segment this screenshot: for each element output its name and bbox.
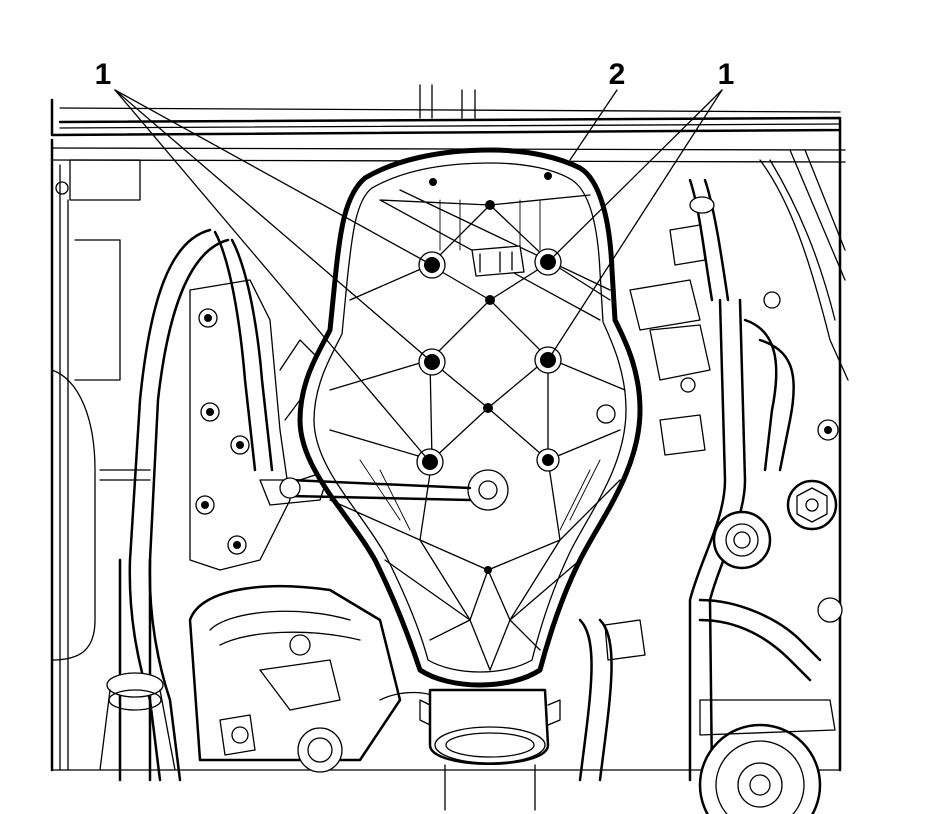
left-engine-components bbox=[188, 279, 441, 773]
leader-1-right-a bbox=[547, 89, 723, 263]
bolt-lower-right bbox=[536, 448, 560, 472]
intake-manifold-cover bbox=[279, 147, 643, 811]
callout-labels: 1 2 1 bbox=[95, 58, 735, 91]
callout-1-left: 1 bbox=[95, 58, 112, 91]
leader-2 bbox=[569, 89, 618, 161]
left-hoses bbox=[99, 228, 274, 782]
leader-1-right-b bbox=[547, 89, 723, 361]
callout-2: 2 bbox=[609, 58, 626, 91]
leader-1-left-a bbox=[114, 89, 433, 266]
leader-1-left-b bbox=[114, 89, 433, 363]
callout-1-right: 1 bbox=[718, 58, 735, 91]
right-engine-components bbox=[578, 178, 843, 814]
callout-leaders bbox=[114, 89, 723, 463]
leader-1-left-c bbox=[114, 89, 431, 463]
bolt-side-right bbox=[596, 404, 616, 424]
